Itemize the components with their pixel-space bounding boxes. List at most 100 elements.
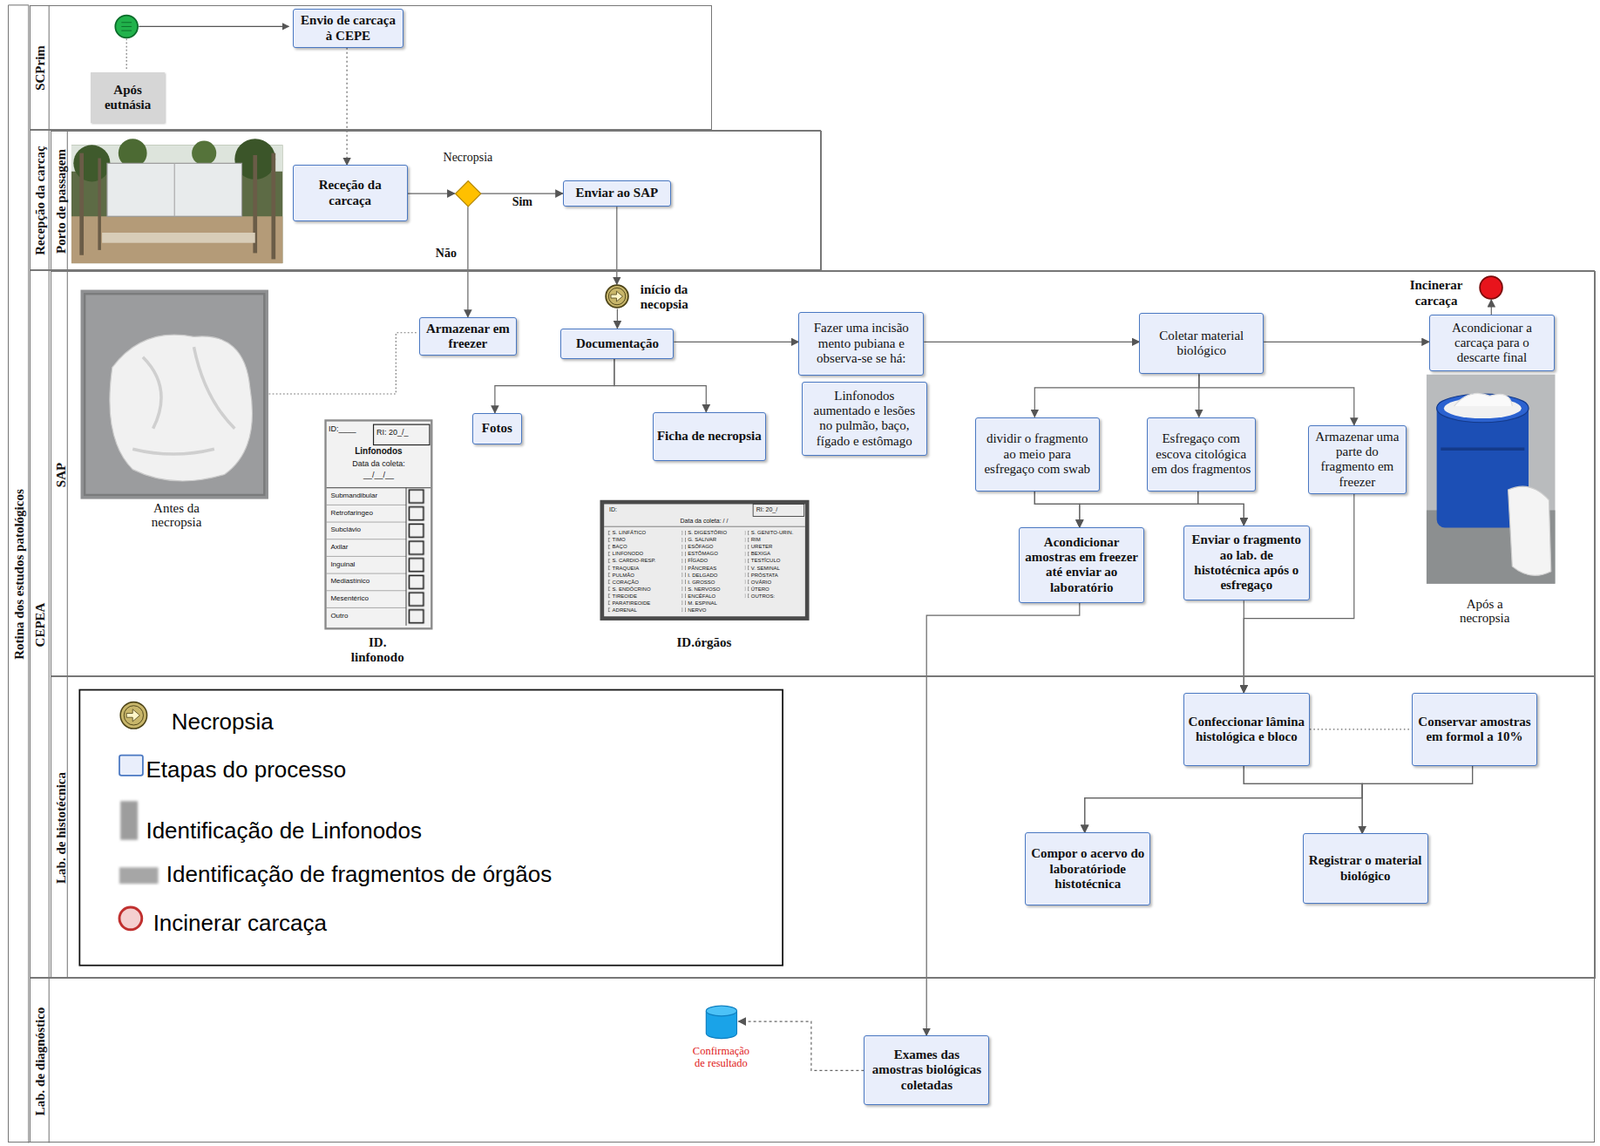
process-box: Acondicionar amostras em freezer até env… (1018, 527, 1145, 604)
database-node: Confirmação de resultado (704, 1004, 739, 1040)
form-text: Data da coleta: / / (679, 517, 728, 524)
database-shape (704, 1004, 739, 1040)
photo-before (81, 290, 269, 500)
form-text: S. LINFÁTICO (612, 529, 647, 536)
shape-label: início da necopsia (640, 282, 700, 313)
connector (1198, 373, 1200, 417)
form-text: M. ESPINAL (687, 600, 718, 606)
box-text: Ficha de necropsia (657, 428, 762, 444)
lane-label: SCPrim (33, 45, 48, 91)
form-text: OUTROS: (751, 593, 775, 599)
process-box: Compor o acervo do laboratóriode histoté… (1024, 832, 1151, 906)
form-text: ID: (609, 506, 617, 513)
process-box: Documentação (560, 328, 674, 360)
form-text: TESTÍCULO (751, 557, 781, 563)
legend-box (79, 690, 783, 966)
box-text: dividir o fragmento ao meio para esfrega… (979, 431, 1096, 477)
form-text: ESTÔMAGO (687, 550, 719, 556)
connector (1198, 491, 1245, 526)
connector (614, 359, 706, 413)
box-text: Linfonodos aumentado e lesões no pulmão,… (806, 388, 923, 449)
shape-label: Confirmação de resultado (690, 1044, 752, 1071)
connector (1034, 491, 1244, 526)
box-text: Conservar amostras em formol a 10% (1416, 714, 1533, 746)
shape-label: Incinerar carcaça (1405, 277, 1467, 309)
form-text: Retrofaringeo (330, 509, 373, 517)
start-event (115, 15, 289, 71)
annotation-box: Após eutnásia (90, 72, 165, 124)
form-text: PÂNCREAS (687, 565, 717, 571)
form-text: RI: 20_/ (756, 506, 779, 513)
legend-text: Identificação de fragmentos de órgãos (166, 861, 552, 889)
connector (1362, 766, 1472, 834)
gateway-shape (454, 180, 482, 207)
connector (1084, 766, 1473, 833)
photo-reception (71, 138, 283, 264)
form-text: RIM (751, 536, 761, 543)
box-text: Fotos (481, 420, 513, 436)
form-text: ÚTERO (751, 586, 770, 592)
organ-form (600, 500, 810, 621)
box-text: Após eutnásia (94, 82, 162, 114)
form-text: I. GROSSO (687, 579, 715, 585)
swimlane: Recepção da carcaçPorto de passagemReceç… (29, 129, 822, 272)
dotted-leader (268, 332, 417, 394)
caption: ID. linfonodo (346, 635, 408, 665)
process-box: dividir o fragmento ao meio para esfrega… (975, 417, 1100, 492)
shape-label: Necropsia (427, 150, 509, 165)
box-text: Exames das amostras biológicas coletadas (867, 1047, 985, 1093)
process-box: Registrar o material biológico (1302, 833, 1429, 904)
process-box: Ficha de necropsia (652, 412, 767, 462)
end-event (1478, 275, 1504, 300)
connector (1491, 299, 1492, 316)
form-text: G. SALIVAR (687, 536, 717, 543)
form-text: ENCÉFALO (687, 593, 716, 599)
process-box: Exames das amostras biológicas coletadas (863, 1035, 990, 1106)
box-text: Compor o acervo do laboratóriode histoté… (1029, 846, 1146, 892)
box-text: Registrar o material biológico (1307, 853, 1424, 884)
form-text: TRAQUEIA (612, 565, 640, 571)
process-box: Enviar o fragmento ao lab. de histotécni… (1183, 525, 1310, 602)
sub-lane: SAPinício da necopsiaArmazenar em freeze… (50, 271, 1596, 677)
pool-frame (7, 5, 68, 1144)
process-box: Enviar ao SAP (562, 180, 672, 207)
form-text: Axilar (330, 543, 348, 551)
process-box: Acondicionar a carcaça para o descarte f… (1429, 314, 1555, 371)
process-box: Armazenar em freezer (419, 317, 517, 357)
connector (1243, 600, 1245, 692)
connector (1034, 491, 1080, 528)
process-box: Fotos (472, 413, 523, 445)
form-text: TIREOIDE (612, 593, 638, 599)
legend-text: Incinerar carcaça (153, 909, 327, 937)
caption: Antes da necropsia (135, 501, 218, 530)
box-text: Armazenar em freezer (423, 321, 513, 353)
form-text: ESÔFAGO (687, 543, 713, 550)
connector (673, 341, 799, 343)
connector (407, 193, 455, 195)
form-text: Subclávio (330, 526, 361, 534)
lymph-node-form (324, 419, 433, 630)
lane-label: Lab. de diagnóstico (33, 1006, 48, 1116)
connector (1309, 728, 1412, 730)
connector (923, 341, 1139, 343)
lane-label: Lab. de histotécnica (53, 772, 68, 884)
process-box: Fazer uma incisão mento pubiana e observ… (798, 311, 924, 376)
form-text: S. ENDÓCRINO (612, 586, 651, 592)
box-text: Documentação (576, 336, 659, 352)
intermediate-event-node: início da necopsia (604, 284, 630, 309)
caption: ID.órgãos (676, 635, 732, 651)
form-text: BEXIGA (751, 550, 771, 556)
box-text: Coletar material biológico (1143, 328, 1260, 360)
form-text: Mesentérico (330, 595, 369, 603)
connector (1243, 766, 1363, 834)
form-text: PULMÃO (612, 572, 635, 578)
box-text: Acondicionar amostras em freezer até env… (1023, 535, 1140, 596)
form-text: TIMO (612, 536, 626, 543)
connector (481, 193, 563, 195)
connector (1084, 766, 1363, 833)
form-text: ID:____ (328, 425, 357, 434)
photo-after (1426, 374, 1556, 584)
connector (467, 206, 468, 317)
lane-label: Recepção da carcaç (33, 146, 48, 257)
